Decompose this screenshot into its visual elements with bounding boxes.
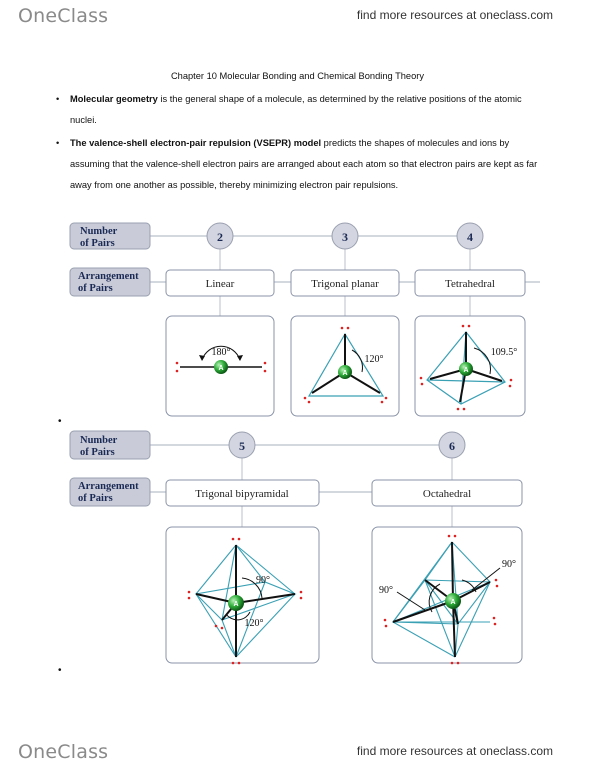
count-circle-3: 3	[331, 222, 359, 250]
arrangement-linear: Linear	[165, 269, 275, 297]
label-number-of-pairs-2: Number of Pairs	[69, 430, 151, 460]
svg-text:2: 2	[217, 230, 223, 244]
svg-text:Number: Number	[80, 435, 118, 446]
svg-text:A: A	[342, 370, 347, 377]
count-circle-6: 6	[438, 431, 466, 459]
label-number-of-pairs: Number of Pairs	[69, 222, 151, 250]
svg-text:of Pairs: of Pairs	[78, 283, 113, 294]
paragraph-molecular-geometry: Molecular geometry is the general shape …	[70, 89, 540, 131]
term-molecular-geometry: Molecular geometry	[70, 94, 158, 104]
paragraph-vsepr: The valence-shell electron-pair repulsio…	[70, 133, 540, 196]
svg-text:Linear: Linear	[206, 278, 235, 290]
svg-text:90°: 90°	[379, 585, 393, 596]
svg-text:Trigonal bipyramidal: Trigonal bipyramidal	[195, 488, 288, 500]
svg-text:Tetrahedral: Tetrahedral	[445, 278, 495, 290]
count-circle-2: 2	[206, 222, 234, 250]
svg-text:of Pairs: of Pairs	[80, 447, 115, 458]
definition-molecular-geometry: is the general shape of a molecule, as d…	[70, 94, 522, 125]
svg-text:Arrangement: Arrangement	[78, 481, 139, 492]
diagram-octahedral: 90° 90° A	[371, 526, 523, 665]
svg-text:90°: 90°	[502, 559, 516, 570]
svg-text:A: A	[218, 365, 223, 372]
arrangement-trigonal-planar: Trigonal planar	[290, 269, 400, 297]
svg-text:of Pairs: of Pairs	[78, 493, 113, 504]
header-tagline[interactable]: find more resources at oneclass.com	[356, 8, 553, 22]
count-circle-4: 4	[456, 222, 484, 250]
arrangement-tetrahedral: Tetrahedral	[414, 269, 526, 297]
svg-text:4: 4	[467, 230, 473, 244]
label-arrangement-of-pairs-2: Arrangement of Pairs	[69, 477, 151, 507]
svg-text:6: 6	[449, 439, 455, 453]
label-arrangement-of-pairs: Arrangement of Pairs	[69, 267, 151, 297]
svg-text:Octahedral: Octahedral	[423, 488, 471, 500]
oneclass-logo-footer[interactable]: OneClass	[18, 741, 109, 763]
bullet-marker: •	[56, 94, 60, 104]
svg-text:A: A	[233, 601, 238, 608]
bullet-marker: •	[56, 138, 60, 148]
arrangement-octahedral: Octahedral	[371, 479, 523, 507]
svg-text:3: 3	[342, 230, 348, 244]
svg-text:109.5°: 109.5°	[491, 347, 518, 358]
arrangement-trigonal-bipyramidal: Trigonal bipyramidal	[165, 479, 320, 507]
svg-text:of Pairs: of Pairs	[80, 238, 115, 249]
svg-text:180°: 180°	[212, 347, 231, 358]
bullet-marker: •	[58, 416, 62, 427]
page-title: Chapter 10 Molecular Bonding and Chemica…	[170, 71, 425, 81]
definition-vsepr: predicts the shapes of molecules and ion…	[70, 138, 538, 190]
svg-text:A: A	[450, 599, 455, 606]
svg-text:120°: 120°	[365, 354, 384, 365]
count-circle-5: 5	[228, 431, 256, 459]
footer-tagline[interactable]: find more resources at oneclass.com	[356, 744, 553, 758]
diagram-tetrahedral: 109.5° A	[414, 315, 526, 417]
svg-text:120°: 120°	[245, 618, 264, 629]
svg-text:Arrangement: Arrangement	[78, 271, 139, 282]
svg-text:90°: 90°	[256, 575, 270, 586]
svg-text:A: A	[463, 367, 468, 374]
oneclass-logo[interactable]: OneClass	[18, 5, 109, 27]
svg-text:Trigonal planar: Trigonal planar	[311, 278, 379, 290]
diagram-linear: 180° A	[165, 315, 275, 417]
term-vsepr: The valence-shell electron-pair repulsio…	[70, 138, 322, 148]
diagram-trigonal-bipyramidal: 90° 120° A	[165, 526, 320, 665]
svg-text:5: 5	[239, 439, 245, 453]
diagram-trigonal-planar: 120° A	[290, 315, 400, 417]
bullet-marker: •	[58, 665, 62, 676]
svg-text:Number: Number	[80, 226, 118, 237]
